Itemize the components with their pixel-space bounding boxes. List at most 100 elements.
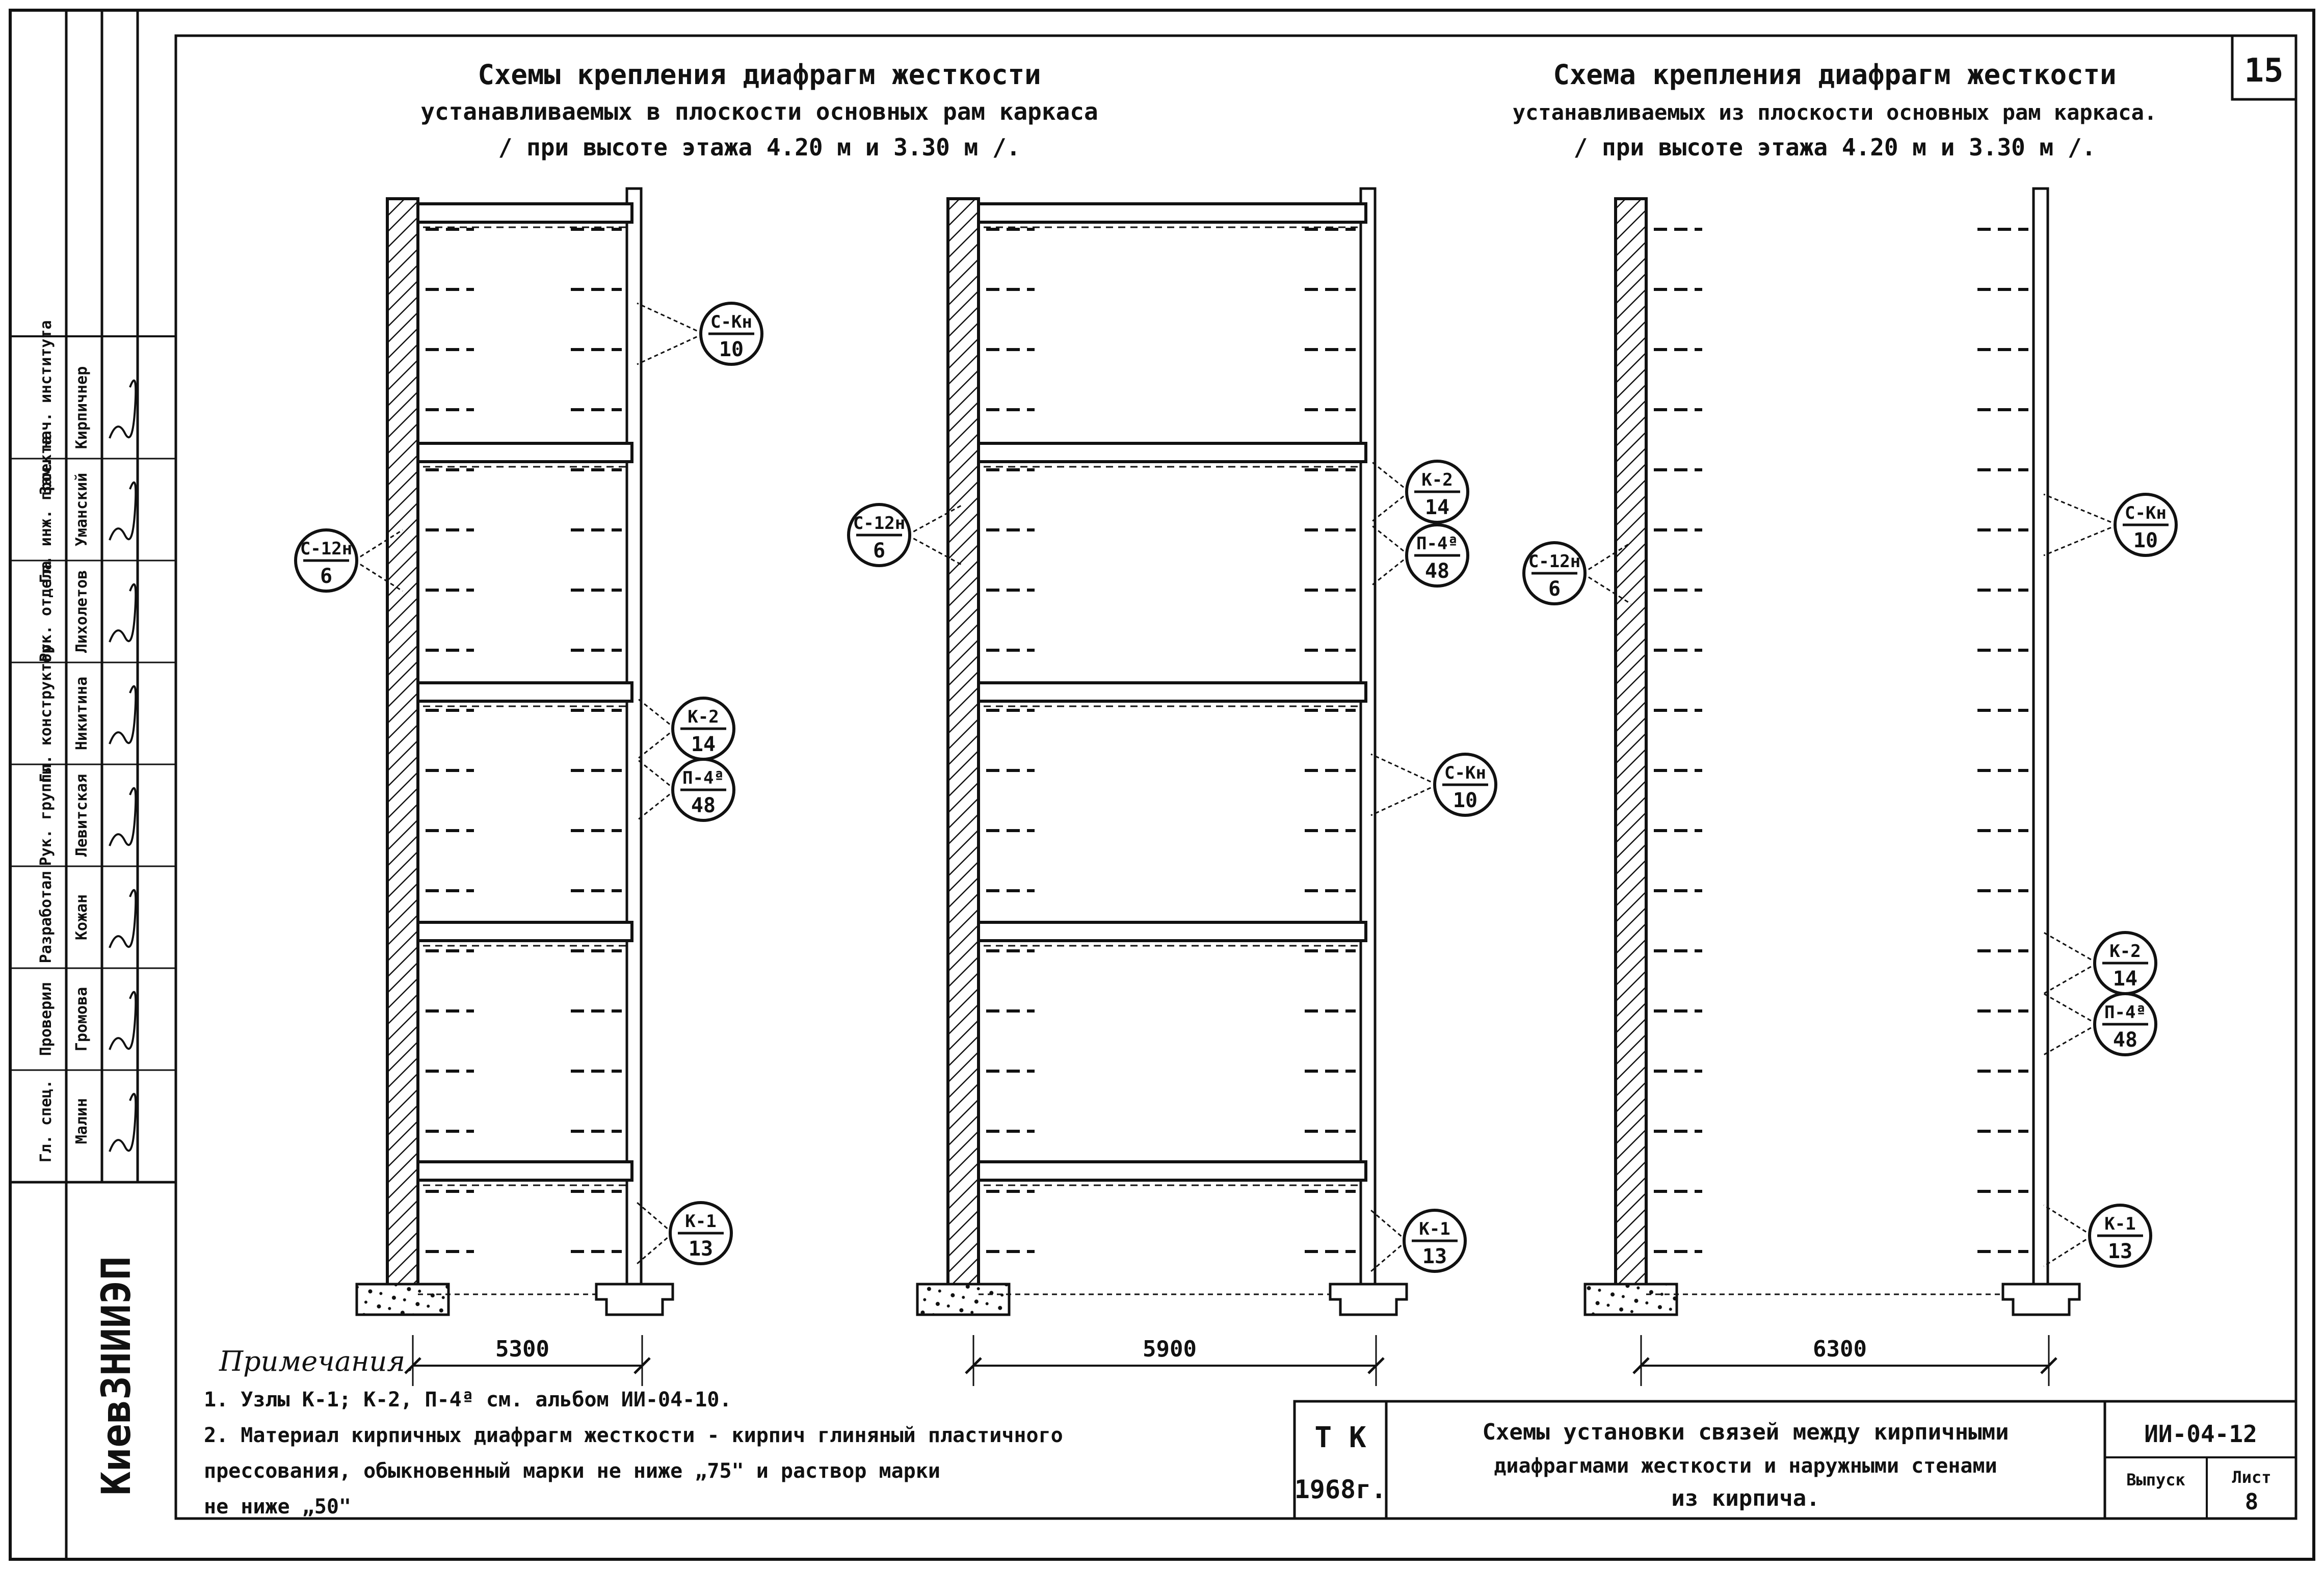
callout-leader bbox=[1582, 572, 1631, 605]
dimension-tick bbox=[1632, 1357, 1650, 1374]
callout-top-label: С-Кн bbox=[1444, 763, 1486, 783]
callout-leader bbox=[1582, 542, 1631, 574]
side-stamp-signature bbox=[109, 991, 137, 1050]
callout-bottom-label: 14 bbox=[1425, 496, 1449, 519]
notes-heading: Примечания. bbox=[219, 1345, 414, 1377]
title-right-line2: устанавливаемых из плоскости основных ра… bbox=[1513, 100, 2157, 125]
stamp-series: ИИ-04-12 bbox=[2144, 1420, 2257, 1448]
callout-leader bbox=[1370, 554, 1410, 587]
callout-top-label: С-12н bbox=[300, 539, 352, 559]
note-line-4: не ниже „50" bbox=[204, 1495, 351, 1519]
stamp-description-2: диафрагмами жесткости и наружными стенам… bbox=[1494, 1454, 1997, 1478]
note-line-3: прессования, обыкновенный марки не ниже … bbox=[204, 1459, 940, 1483]
callout-top-label: С-Кн bbox=[710, 312, 752, 332]
floor-slab bbox=[416, 681, 633, 703]
callout-bottom-label: 10 bbox=[719, 338, 744, 361]
side-stamp-signature bbox=[109, 481, 137, 541]
dimension-tick bbox=[2040, 1357, 2057, 1374]
callout-bottom-label: 10 bbox=[1453, 789, 1477, 812]
callout-leader bbox=[637, 1202, 673, 1234]
dimension-tick bbox=[965, 1357, 982, 1374]
stamp-issue-label: Выпуск bbox=[2126, 1470, 2185, 1489]
side-stamp-role: Зам. нач. института bbox=[37, 320, 55, 495]
dimension-value: 5300 bbox=[495, 1336, 549, 1362]
dimension-tick bbox=[404, 1357, 421, 1374]
callout-leader bbox=[2043, 493, 2118, 526]
callout-leader bbox=[637, 1232, 673, 1265]
callout-leader bbox=[637, 302, 704, 335]
notes: Примечания. 1. Узлы К-1; К-2, П-4ª см. а… bbox=[204, 1345, 1063, 1519]
callout-top-label: С-12н bbox=[1528, 551, 1580, 572]
floor-slab bbox=[977, 681, 1367, 703]
stamp-code-top: Т К bbox=[1314, 1421, 1366, 1454]
side-stamp-name: Громова bbox=[73, 987, 91, 1051]
callout-leader bbox=[354, 529, 403, 562]
side-stamp-name: Малин bbox=[73, 1098, 91, 1144]
side-stamp-role: Разработал bbox=[37, 871, 55, 964]
sheet-number: 15 bbox=[2244, 52, 2283, 90]
column-footing bbox=[1329, 1283, 1408, 1316]
wall-foundation bbox=[355, 1283, 450, 1316]
side-stamp-row: Рук. группы Левитская bbox=[10, 763, 176, 866]
callout-bottom-label: 10 bbox=[2133, 529, 2158, 552]
side-stamp-role: Рук. группы bbox=[37, 765, 55, 866]
side-stamp-role: Гл. спец. bbox=[37, 1080, 55, 1163]
callout-top-label: П-4ª bbox=[1416, 534, 1458, 554]
sheet-number-box: 15 bbox=[2231, 34, 2297, 101]
side-stamp-name: Лихолетов bbox=[73, 570, 91, 653]
callout-top-label: К-1 bbox=[1419, 1219, 1450, 1239]
stamp-description-1: Схемы установки связей между кирпичными bbox=[1482, 1419, 2009, 1445]
brick-wall bbox=[1614, 197, 1648, 1291]
title-left-line1: Схемы крепления диафрагм жесткости bbox=[478, 59, 1041, 91]
callout-bottom-label: 48 bbox=[691, 794, 716, 817]
stamp-code-bottom: 1968г. bbox=[1295, 1475, 1387, 1504]
callout-leader bbox=[637, 333, 704, 365]
callout-top-label: К-2 bbox=[2109, 941, 2141, 962]
title-block: Т К 1968г. Схемы установки связей между … bbox=[1293, 1400, 2297, 1520]
note-line-2: 2. Материал кирпичных диафрагм жесткости… bbox=[204, 1424, 1063, 1447]
floor-slab bbox=[416, 202, 633, 224]
callout-top-label: К-1 bbox=[2104, 1214, 2135, 1234]
callout-leader bbox=[2043, 1023, 2098, 1056]
side-stamp-row: Гл. спец. Малин bbox=[10, 1069, 176, 1163]
dimension-value: 6300 bbox=[1813, 1336, 1867, 1362]
side-stamp-signature bbox=[109, 787, 137, 846]
callout-leader bbox=[1370, 1240, 1407, 1272]
organization-name: КиевЗНИИЭП bbox=[94, 1256, 140, 1496]
callout-leader bbox=[2043, 1204, 2093, 1237]
wall-foundation bbox=[1583, 1283, 1678, 1316]
callout-top-label: К-2 bbox=[1421, 470, 1452, 490]
callout-bottom-label: 13 bbox=[2108, 1240, 2132, 1263]
sheet-border bbox=[9, 9, 2315, 1561]
title-left-line3: / при высоте этажа 4.20 м и 3.30 м /. bbox=[498, 134, 1021, 161]
callout-leader bbox=[637, 728, 676, 760]
callout-leader bbox=[637, 758, 676, 791]
title-left-line2: устанавливаемых в плоскости основных рам… bbox=[420, 98, 1098, 125]
side-stamp-name: Кожан bbox=[73, 894, 91, 940]
callout-leader bbox=[1370, 1209, 1407, 1242]
wall-foundation bbox=[916, 1283, 1011, 1316]
callout-top-label: К-2 bbox=[688, 707, 719, 727]
callout-bottom-label: 14 bbox=[2113, 967, 2137, 991]
stamp-description-3: из кирпича. bbox=[1671, 1485, 1819, 1511]
dimension-tick bbox=[1367, 1357, 1385, 1374]
side-stamp-signature bbox=[109, 889, 137, 948]
floor-slab bbox=[416, 442, 633, 463]
side-stamp-name: Уманский bbox=[73, 473, 91, 547]
floor-slab bbox=[416, 921, 633, 942]
callout-top-label: П-4ª bbox=[682, 768, 724, 788]
callout-leader bbox=[907, 503, 964, 536]
side-stamp-signature bbox=[109, 685, 137, 744]
side-stamp-name: Левитская bbox=[73, 774, 91, 857]
callout-bottom-label: 6 bbox=[873, 539, 885, 563]
callout-top-label: С-Кн bbox=[2125, 503, 2167, 523]
brick-wall bbox=[946, 197, 980, 1291]
callout-leader bbox=[637, 789, 676, 821]
floor-slab bbox=[977, 921, 1367, 942]
